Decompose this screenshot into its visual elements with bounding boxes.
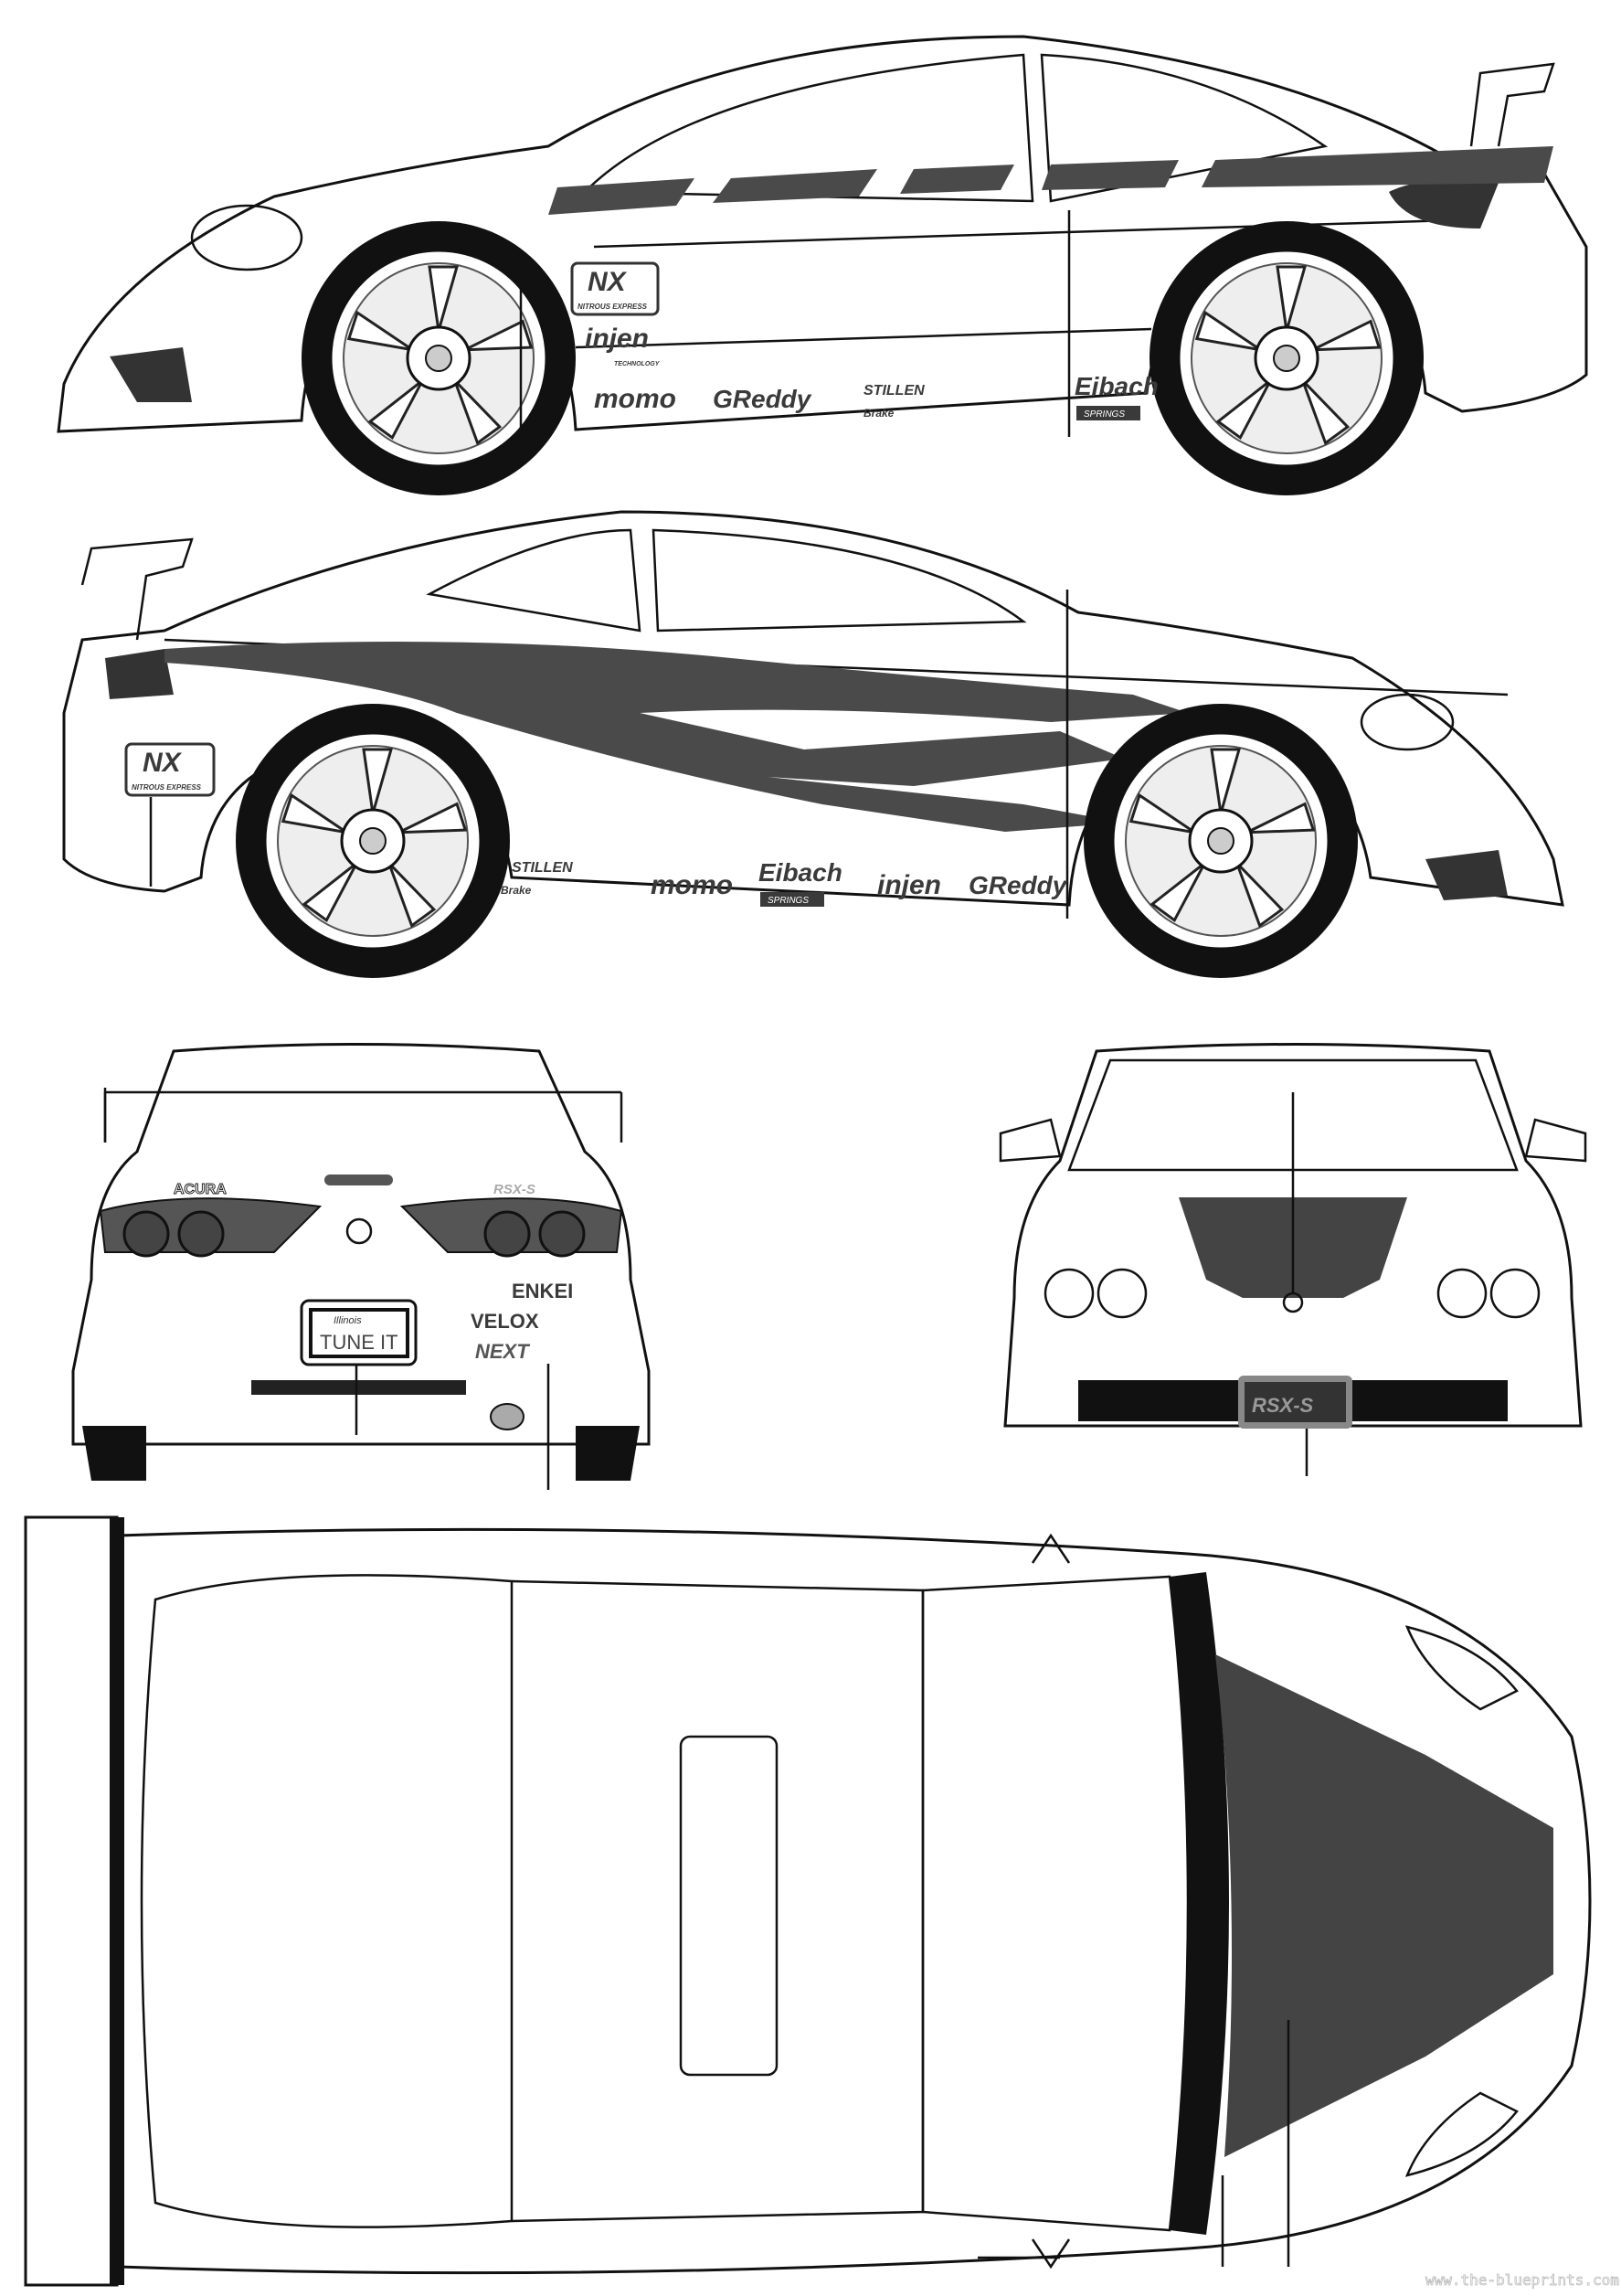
decal-eibach-sub: SPRINGS [1084,409,1125,420]
decal-greddy-right: GReddy [969,871,1068,899]
decal-eibach: Eibach [1075,372,1159,400]
decal-momo-right: momo [651,870,733,900]
decal-nx-sub: NITROUS EXPRESS [577,303,648,311]
side-view-left: NX NITROUS EXPRESS injen TECHNOLOGY momo… [57,35,1588,497]
rear-badge-acura: ACURA [174,1182,227,1197]
rear-badge-rsx-s: RSX-S [493,1182,535,1197]
decal-next: NEXT [475,1340,530,1363]
watermark: www.the-blueprints.com [1425,2271,1619,2289]
decal-stillen: STILLEN [863,383,925,399]
front-view: RSX-S [999,1043,1587,1476]
rear-plate-text: TUNE IT [320,1331,398,1354]
rear-plate-state: Illinois [334,1315,362,1326]
decal-injen: injen [585,324,649,354]
front-plate-text: RSX-S [1252,1394,1314,1417]
decal-velox: VELOX [471,1310,539,1333]
decal-eibach-sub-right: SPRINGS [768,896,809,906]
decal-enkei: ENKEI [512,1280,573,1302]
decal-stillen-sub-right: Brake [501,884,532,897]
decal-injen-sub: TECHNOLOGY [614,361,661,367]
rear-view: ACURA RSX-S Illinois TUNE IT ENKEI VELOX… [71,1043,651,1490]
decal-eibach-right: Eibach [758,858,842,887]
decal-momo: momo [594,384,676,414]
top-view [24,1515,1592,2287]
decal-stillen-sub: Brake [863,407,895,420]
decal-nx: NX [588,267,628,297]
decal-greddy: GReddy [713,385,812,413]
decal-nx-right: NX [143,748,183,778]
side-view-right: NX NITROUS EXPRESS STILLEN Brake momo Ei… [62,510,1564,980]
decal-injen-right: injen [877,870,941,900]
decal-nx-sub-right: NITROUS EXPRESS [132,783,202,792]
decal-stillen-right: STILLEN [512,860,573,876]
